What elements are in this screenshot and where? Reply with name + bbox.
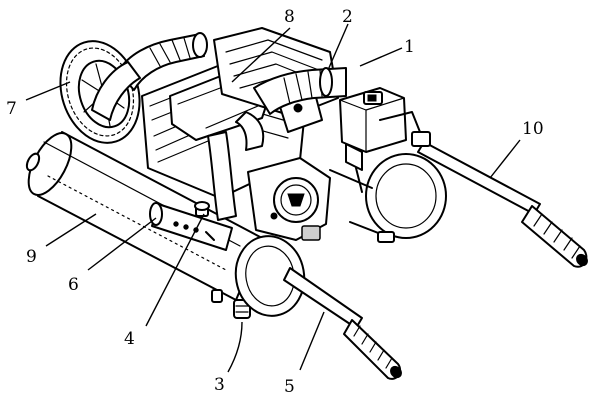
- handle-left: [283, 267, 402, 380]
- leader-10: [489, 139, 521, 179]
- leader-5: [299, 311, 325, 371]
- leader-2: [327, 23, 349, 71]
- callout-3: 3: [214, 375, 225, 395]
- side-pipe: [91, 61, 265, 221]
- leader-lines: [25, 23, 521, 373]
- callout-8: 8: [284, 7, 295, 27]
- leader-1: [359, 47, 403, 67]
- callout-4: 4: [124, 329, 135, 349]
- callout-10: 10: [522, 119, 544, 139]
- callout-1: 1: [404, 37, 415, 57]
- callout-7: 7: [6, 99, 17, 119]
- outlet-hose: [253, 67, 347, 115]
- callout-labels: 1 2 3 4 5 6 7 8 9 10: [6, 7, 544, 397]
- tank-end-right: [329, 153, 447, 243]
- leader-4: [145, 213, 205, 327]
- leader-3: [227, 321, 243, 373]
- leader-7: [25, 81, 71, 101]
- leader-6: [87, 217, 157, 271]
- callout-2: 2: [342, 7, 353, 27]
- leader-9: [45, 213, 97, 247]
- manifold: [149, 201, 233, 251]
- motor-cover: [247, 157, 331, 241]
- leader-8: [231, 27, 291, 83]
- drain-valve: [211, 289, 251, 319]
- callout-9: 9: [26, 247, 37, 267]
- pressure-switch: [339, 87, 421, 193]
- tank-end-left: [234, 235, 306, 317]
- handle-right: [411, 131, 588, 268]
- callout-6: 6: [68, 275, 79, 295]
- callout-5: 5: [284, 377, 295, 397]
